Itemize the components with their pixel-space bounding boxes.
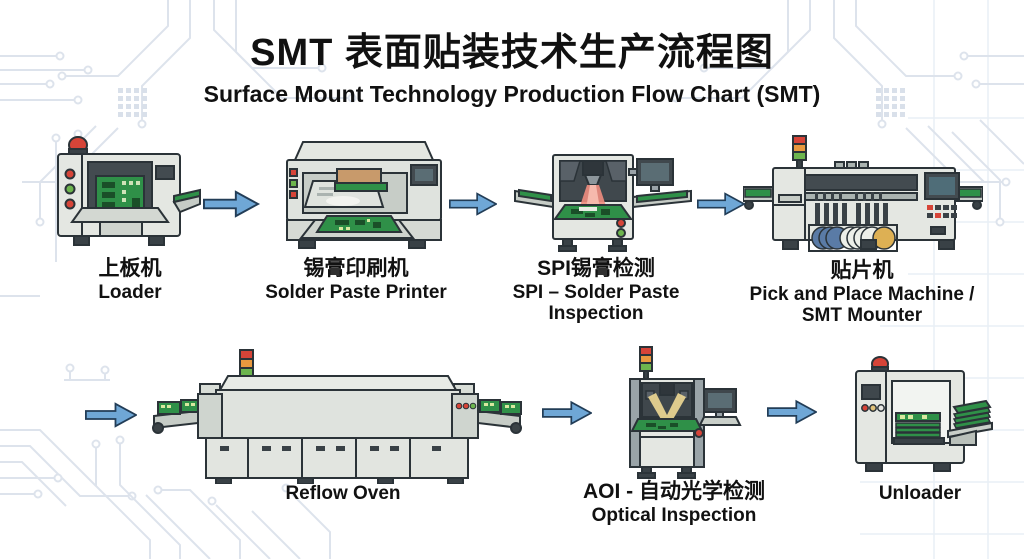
pcb-board bbox=[157, 399, 202, 415]
camera-head bbox=[659, 382, 675, 396]
loader-label-en: Loader bbox=[98, 282, 162, 304]
panel-handles bbox=[220, 446, 441, 451]
status-lights bbox=[455, 402, 477, 410]
aoi-label-en: Optical Inspection bbox=[591, 505, 757, 527]
spi-label-en: SPI – Solder Paste Inspection bbox=[512, 282, 680, 325]
spi-illustration bbox=[514, 154, 692, 252]
inspection-beam bbox=[579, 185, 607, 209]
pcb-board bbox=[95, 175, 145, 213]
page-title: SMT 表面贴装技术生产流程图 bbox=[250, 32, 774, 74]
outgoing-pcb bbox=[956, 188, 982, 198]
pick-and-place-label-zh: 贴片机 bbox=[830, 259, 894, 282]
flow-arrow-1 bbox=[203, 190, 261, 218]
alarm-light-icon bbox=[68, 136, 88, 155]
tower-light-icon bbox=[792, 135, 807, 169]
aoi-label: AOI - 自动光学检测 Optical Inspection bbox=[550, 479, 798, 526]
emergency-stop-button bbox=[694, 428, 704, 438]
nozzle-heads bbox=[815, 192, 882, 201]
spi-label: SPI锡膏检测 SPI – Solder Paste Inspection bbox=[505, 256, 687, 325]
outfeed-conveyor bbox=[477, 399, 522, 434]
loader-label: 上板机 Loader bbox=[40, 256, 220, 303]
circuit-pattern-bottom-left bbox=[0, 363, 331, 559]
reflow-oven-label-en: Reflow Oven bbox=[285, 483, 401, 504]
status-buttons bbox=[289, 168, 298, 199]
incoming-pcb bbox=[518, 188, 552, 203]
camera-head bbox=[582, 160, 604, 176]
monitor-screen bbox=[410, 164, 438, 186]
status-buttons bbox=[616, 218, 626, 238]
spi-label-zh: SPI锡膏检测 bbox=[537, 257, 655, 280]
reflow-oven-illustration bbox=[152, 349, 522, 484]
alarm-light-icon bbox=[871, 356, 889, 372]
aoi-illustration bbox=[629, 346, 742, 479]
pcb-board bbox=[553, 204, 633, 220]
pcb-under-stencil bbox=[334, 182, 388, 192]
solder-paste-printer-label-en: Solder Paste Printer bbox=[265, 282, 447, 304]
component-reels bbox=[811, 226, 896, 250]
solder-paste-printer-label-zh: 锡膏印刷机 bbox=[303, 257, 409, 280]
loader-illustration bbox=[57, 136, 201, 246]
feeder-slots bbox=[815, 203, 888, 225]
pcb-board bbox=[315, 215, 403, 233]
control-screen bbox=[861, 384, 881, 400]
gantry-beam bbox=[804, 174, 918, 191]
loader-label-zh: 上板机 bbox=[98, 257, 162, 280]
pick-and-place-label-en: Pick and Place Machine / SMT Mounter bbox=[749, 284, 975, 327]
control-screen bbox=[924, 172, 960, 200]
flow-arrow-3 bbox=[697, 192, 745, 216]
keypad bbox=[927, 205, 957, 218]
flow-arrow-5 bbox=[542, 400, 592, 426]
aoi-label-zh: AOI - 自动光学检测 bbox=[583, 480, 765, 503]
pcb-stack bbox=[952, 399, 992, 429]
solder-paste-printer-illustration bbox=[286, 141, 442, 249]
keyboard bbox=[698, 416, 742, 426]
monitor-screen bbox=[703, 388, 737, 418]
unloader-label: Unloader bbox=[830, 482, 1010, 504]
pcb-board bbox=[479, 399, 522, 415]
squeegee bbox=[336, 168, 382, 184]
infeed-conveyor bbox=[152, 399, 202, 434]
circuit-pattern-top-right bbox=[671, 0, 1024, 227]
pick-and-place-label: 贴片机 Pick and Place Machine / SMT Mounter bbox=[733, 258, 991, 327]
inspection-beams bbox=[648, 393, 686, 421]
status-buttons bbox=[861, 404, 885, 412]
pick-and-place-illustration bbox=[743, 135, 983, 252]
pcb-stack bbox=[893, 412, 945, 445]
reflow-oven-label: Reflow Oven bbox=[253, 482, 433, 504]
solder-paste-printer-label: 锡膏印刷机 Solder Paste Printer bbox=[246, 256, 466, 303]
flow-arrow-2 bbox=[449, 192, 497, 216]
incoming-pcb bbox=[744, 188, 772, 198]
output-tray bbox=[947, 399, 993, 446]
page-subtitle: Surface Mount Technology Production Flow… bbox=[203, 81, 821, 107]
unloader-illustration bbox=[855, 356, 993, 472]
status-buttons bbox=[64, 168, 76, 210]
unloader-label-en: Unloader bbox=[878, 483, 962, 504]
tower-light-icon bbox=[639, 346, 653, 380]
control-screen bbox=[155, 165, 175, 180]
flow-arrow-6 bbox=[767, 399, 817, 425]
flow-arrow-4 bbox=[85, 402, 137, 428]
output-conveyor bbox=[172, 188, 201, 214]
monitor-screen bbox=[628, 158, 674, 192]
outgoing-pcb bbox=[636, 189, 688, 204]
pcb-board bbox=[630, 418, 704, 432]
